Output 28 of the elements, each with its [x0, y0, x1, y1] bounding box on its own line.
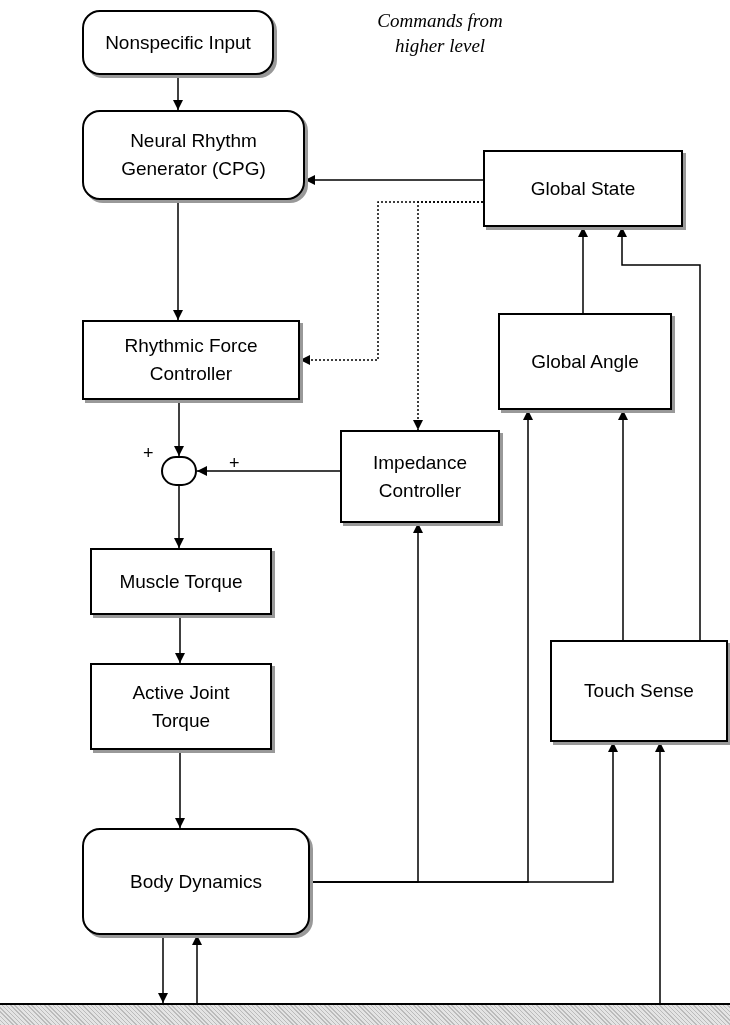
- node-label: Muscle Torque: [119, 569, 243, 594]
- arrow: [174, 485, 184, 549]
- node-label: Active Joint Torque: [131, 680, 231, 733]
- node-label: Impedance Controller: [372, 450, 468, 503]
- node-label: Body Dynamics: [130, 869, 262, 894]
- annotation-text: Commands from higher level: [376, 9, 504, 58]
- process-box: [90, 663, 272, 750]
- node-label: Nonspecific Input: [105, 30, 251, 55]
- node-label: Global Angle: [531, 349, 639, 374]
- rounded-box: [82, 10, 274, 75]
- process-box: [340, 430, 500, 523]
- process-box: [550, 640, 728, 742]
- process-box: [82, 320, 300, 400]
- summing-junction: [161, 456, 197, 486]
- process-box: [483, 150, 683, 227]
- process-box: [90, 548, 272, 615]
- node-label: Global State: [530, 176, 636, 201]
- ground-surface: [0, 1003, 730, 1025]
- arrow: [196, 466, 341, 476]
- plus-sign: +: [143, 442, 155, 465]
- node-label: Touch Sense: [584, 679, 694, 703]
- node-label: Rhythmic Force Controller: [123, 334, 259, 386]
- rounded-box: [82, 828, 310, 935]
- plus-sign: +: [229, 452, 241, 475]
- arrow: [413, 201, 484, 431]
- rounded-box: [82, 110, 305, 200]
- node-label: Neural Rhythm Generator (CPG): [120, 129, 267, 181]
- process-box: [498, 313, 672, 410]
